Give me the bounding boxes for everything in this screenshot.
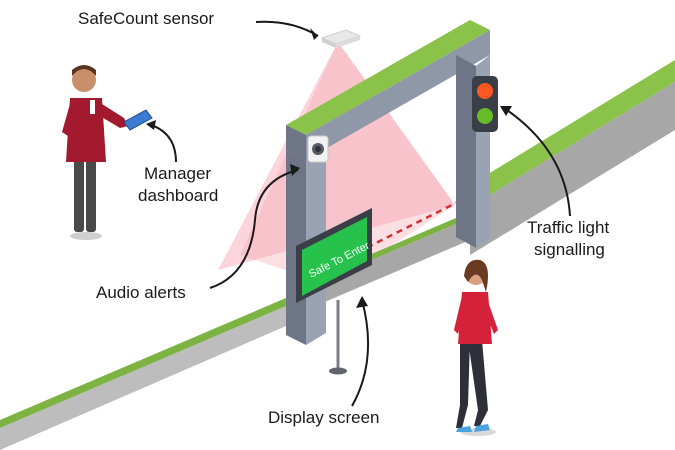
arrow-manager-head bbox=[146, 120, 156, 130]
gate-frame bbox=[286, 20, 490, 345]
tablet-icon bbox=[123, 109, 153, 131]
audio-speaker-icon bbox=[307, 135, 329, 163]
arrow-display bbox=[351, 299, 370, 407]
manager-figure bbox=[62, 65, 153, 240]
arrow-manager bbox=[147, 123, 177, 163]
traffic-light-icon bbox=[472, 76, 498, 132]
arrow-sensor-head bbox=[310, 28, 318, 40]
label-safecount-sensor: SafeCount sensor bbox=[78, 9, 215, 28]
arrow-display-head bbox=[356, 296, 368, 308]
arrow-audio bbox=[209, 169, 299, 289]
label-audio-alerts: Audio alerts bbox=[96, 283, 186, 302]
label-display-screen: Display screen bbox=[268, 408, 380, 427]
wall-back-segment bbox=[470, 60, 675, 255]
arrow-audio-head bbox=[290, 164, 300, 176]
label-manager-line2: dashboard bbox=[138, 186, 219, 205]
wall-front-segment bbox=[0, 212, 470, 450]
sensor-device-icon bbox=[320, 29, 362, 48]
arrow-sensor bbox=[255, 20, 319, 37]
woman-figure bbox=[454, 259, 498, 436]
label-traffic-line1: Traffic light bbox=[527, 218, 610, 237]
pointer-arrows bbox=[146, 20, 571, 407]
label-manager-line1: Manager bbox=[144, 164, 212, 183]
display-screen: Safe To Enter bbox=[296, 208, 372, 375]
arrow-traffic bbox=[503, 107, 571, 217]
label-traffic-line2: signalling bbox=[534, 240, 605, 259]
arrow-traffic-head bbox=[500, 106, 512, 116]
